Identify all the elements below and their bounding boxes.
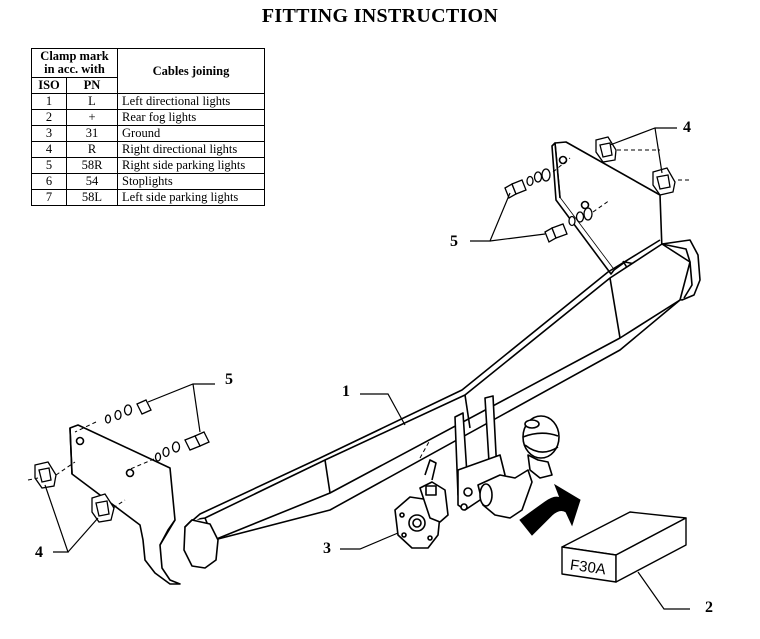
callout-2: 2 [705,599,713,616]
leader-lines [44,127,690,610]
f30a-package-box [561,511,687,583]
clamp-mark-header: Clamp mark in acc. with [31,48,118,78]
bottom-left-clamps [34,461,115,523]
pn-cell: 58R [66,157,118,174]
desc-cell: Right side parking lights [117,157,265,174]
callout-3: 3 [323,540,331,557]
ball-holder [454,395,560,519]
table-row: 4 R Right directional lights [31,141,265,158]
callout-4-bottom: 4 [35,544,43,561]
iso-cell: 7 [31,189,67,206]
pn-header: PN [66,77,118,94]
f30a-box-label: F30A [569,557,607,579]
callout-5-top: 5 [450,233,458,250]
main-crossbar [183,239,701,569]
curved-arrow [519,483,581,536]
table-row: 2 + Rear fog lights [31,109,265,126]
left-mounting-bracket [69,424,181,585]
clamp-mark-header-line1: Clamp mark [40,49,109,63]
top-right-bolts [504,168,593,243]
callout-1: 1 [342,383,350,400]
assembly-lines [27,149,690,509]
table-row: 7 58L Left side parking lights [31,189,265,206]
cables-table: Clamp mark in acc. with Cables joining I… [31,48,265,206]
callout-4-top: 4 [683,119,691,136]
desc-cell: Right directional lights [117,141,265,158]
desc-cell: Left side parking lights [117,189,265,206]
table-row: 6 54 Stoplights [31,173,265,190]
top-right-clamps [595,136,676,196]
page-title: FITTING INSTRUCTION [261,5,499,27]
socket-plate [394,459,449,549]
table-row: 5 58R Right side parking lights [31,157,265,174]
callout-5-bottom: 5 [225,371,233,388]
bottom-left-bolts [104,399,210,462]
clamp-mark-header-line2: in acc. with [44,62,105,76]
